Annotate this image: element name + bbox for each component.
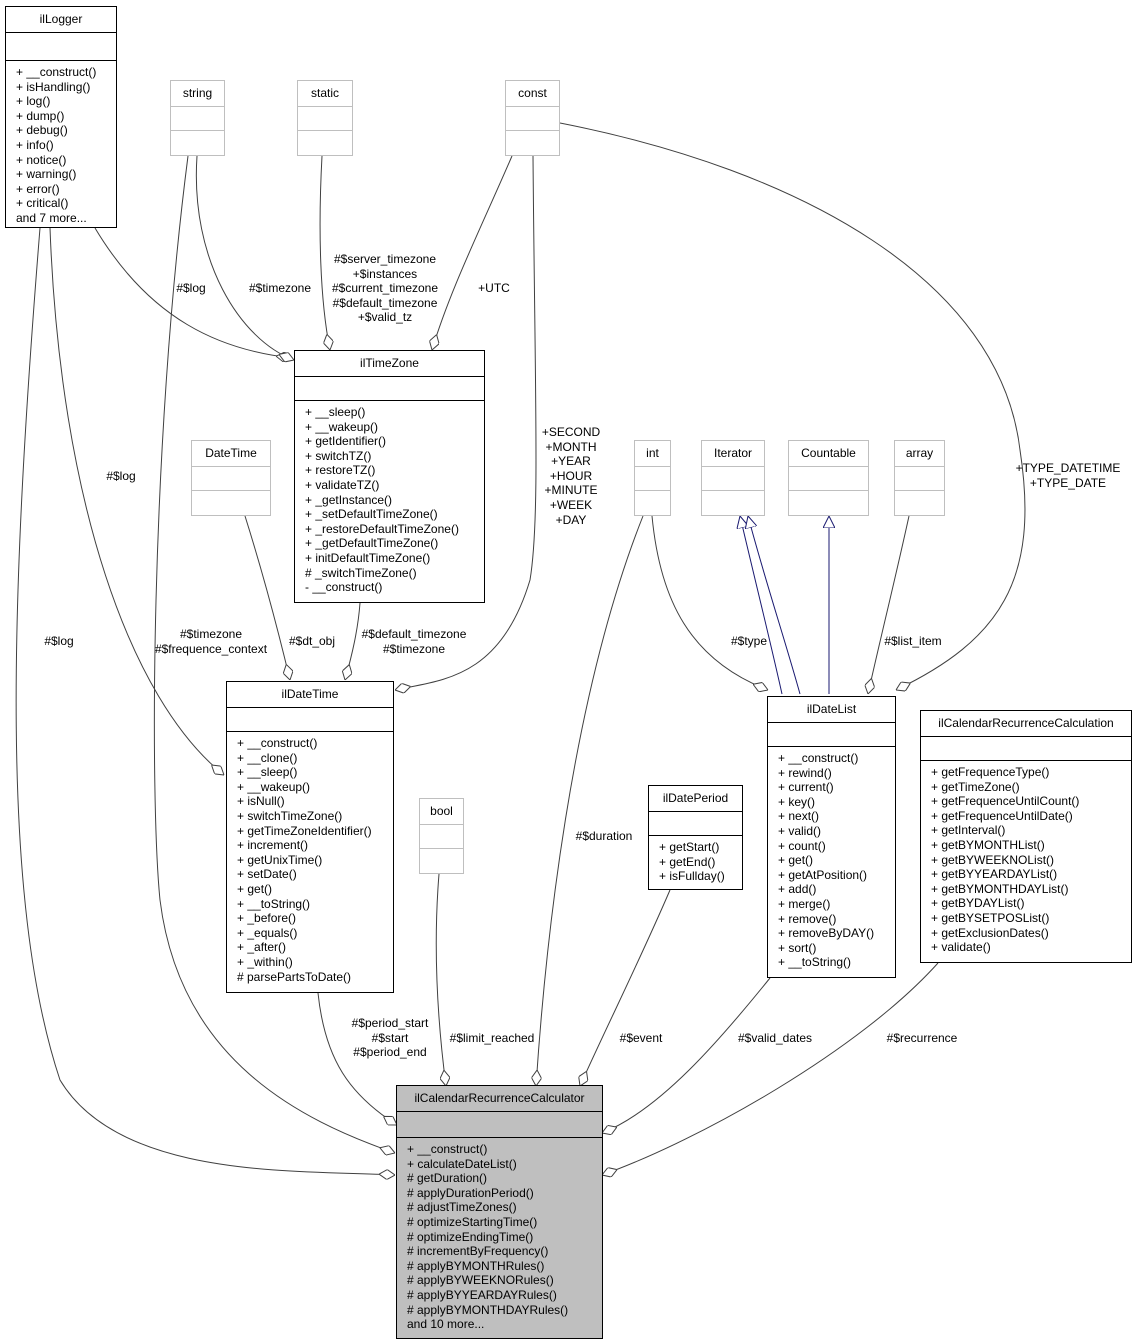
edge-label-valid-dates: #$valid_dates [737,1031,813,1045]
edge-const-ildatetime [395,155,537,690]
attributes-section [768,723,895,747]
class-iterator[interactable]: Iterator [701,440,765,516]
edge-label-timezone-frequence: #$timezone #$frequence_context [154,627,268,656]
edge-label-limit-reached: #$limit_reached [449,1031,535,1045]
class-int[interactable]: int [634,440,671,516]
class-ilcalendarrecurrencecalculation[interactable]: ilCalendarRecurrenceCalculation + getFre… [920,710,1132,963]
edge-datelist-calculator [602,977,771,1133]
methods-list: + __sleep() + __wakeup() + getIdentifier… [305,405,459,595]
class-ildatelist[interactable]: ilDateList + __construct() + rewind() + … [767,696,896,978]
edge-bool-calculator [435,873,446,1086]
edge-calculation-calculator [602,962,939,1175]
edge-string-calculator [153,155,395,1153]
class-illogger[interactable]: ilLogger + __construct() + isHandling() … [5,6,117,228]
class-array[interactable]: array [894,440,945,516]
edge-string-timezone [195,155,294,360]
class-name: string [171,81,224,107]
edge-int-datelist [651,515,768,690]
attributes-section [789,467,868,491]
class-name: ilCalendarRecurrenceCalculator [397,1086,602,1112]
class-name: bool [420,799,463,825]
attributes-section [420,825,463,849]
edge-iterator-datelist-1 [740,516,783,695]
class-name: Countable [789,441,868,467]
class-name: const [506,81,559,107]
class-static[interactable]: static [297,80,353,156]
methods-list: + __construct() + __clone() + __sleep() … [237,736,372,984]
edge-label-list-item: #$list_item [884,634,942,648]
edge-const-datelist [559,122,1026,690]
class-name: static [298,81,352,107]
edge-label-timezone-statics: #$server_timezone +$instances #$current_… [331,252,439,325]
attributes-section [895,467,944,491]
edge-datetime-ildatetime [244,515,290,680]
class-name: ilTimeZone [295,351,484,377]
class-datetime[interactable]: DateTime [191,440,271,516]
class-string[interactable]: string [170,80,225,156]
edge-const-timezone [432,155,513,350]
class-name: array [895,441,944,467]
edge-label-log-timezone: #$log [176,281,206,295]
methods-list: + getFrequenceType() + getTimeZone() + g… [931,765,1080,955]
edge-static-timezone [319,155,330,350]
attributes-section [6,33,116,61]
attributes-section [171,107,224,131]
attributes-section [295,377,484,401]
edge-label-recurrence: #$recurrence [886,1031,958,1045]
edge-iterator-datelist-2 [748,516,801,695]
edge-label-log-calculator: #$log [44,634,74,648]
class-ildateperiod[interactable]: ilDatePeriod + getStart() + getEnd() + i… [648,785,743,890]
edge-label-utc: +UTC [478,281,510,295]
attributes-section [702,467,764,491]
edge-log-calculator [15,227,395,1175]
class-name: ilDateTime [227,682,393,708]
class-name: ilLogger [6,7,116,33]
edge-label-log-datetime: #$log [106,469,136,483]
class-const[interactable]: const [505,80,560,156]
attributes-section [506,107,559,131]
edge-array-datelist [868,515,910,694]
edge-timezone-ildatetime [345,602,361,680]
methods-list: + __construct() + rewind() + current() +… [778,751,875,970]
class-bool[interactable]: bool [419,798,464,874]
edge-ildatetime-calculator [317,992,397,1125]
edge-label-periods: #$period_start #$start #$period_end [351,1016,429,1060]
edge-label-dt-obj: #$dt_obj [288,634,336,648]
class-countable[interactable]: Countable [788,440,869,516]
class-name: DateTime [192,441,270,467]
edge-label-timezone-timezone: #$timezone [248,281,312,295]
class-name: ilCalendarRecurrenceCalculation [921,711,1131,737]
attributes-section [635,467,670,491]
class-ildatetime[interactable]: ilDateTime + __construct() + __clone() +… [226,681,394,993]
class-name: ilDateList [768,697,895,723]
edge-label-time-constants: +SECOND +MONTH +YEAR +HOUR +MINUTE +WEEK… [541,425,601,527]
class-iltimezone[interactable]: ilTimeZone + __sleep() + __wakeup() + ge… [294,350,485,603]
edge-label-event: #$event [619,1031,663,1045]
methods-list: + __construct() + calculateDateList() # … [407,1142,569,1332]
edge-label-duration: #$duration [575,829,633,843]
edge-label-type-constants: +TYPE_DATETIME +TYPE_DATE [1015,461,1121,490]
class-name: Iterator [702,441,764,467]
attributes-section [649,812,742,836]
edge-log-timezone [94,227,292,358]
class-name: ilDatePeriod [649,786,742,812]
class-ilcalendarrecurrencecalculator[interactable]: ilCalendarRecurrenceCalculator + __const… [396,1085,603,1339]
class-name: int [635,441,670,467]
attributes-section [227,708,393,732]
attributes-section [397,1112,602,1138]
edge-label-default-timezone: #$default_timezone #$timezone [361,627,467,656]
attributes-section [921,737,1131,761]
edge-label-type: #$type [730,634,768,648]
edge-dateperiod-calculator [580,889,671,1086]
methods-list: + getStart() + getEnd() + isFullday() [659,840,725,884]
edge-log-datetime [49,227,224,775]
methods-list: + __construct() + isHandling() + log() +… [16,65,97,225]
attributes-section [192,467,270,491]
edge-int-calculator [536,515,644,1086]
attributes-section [298,107,352,131]
